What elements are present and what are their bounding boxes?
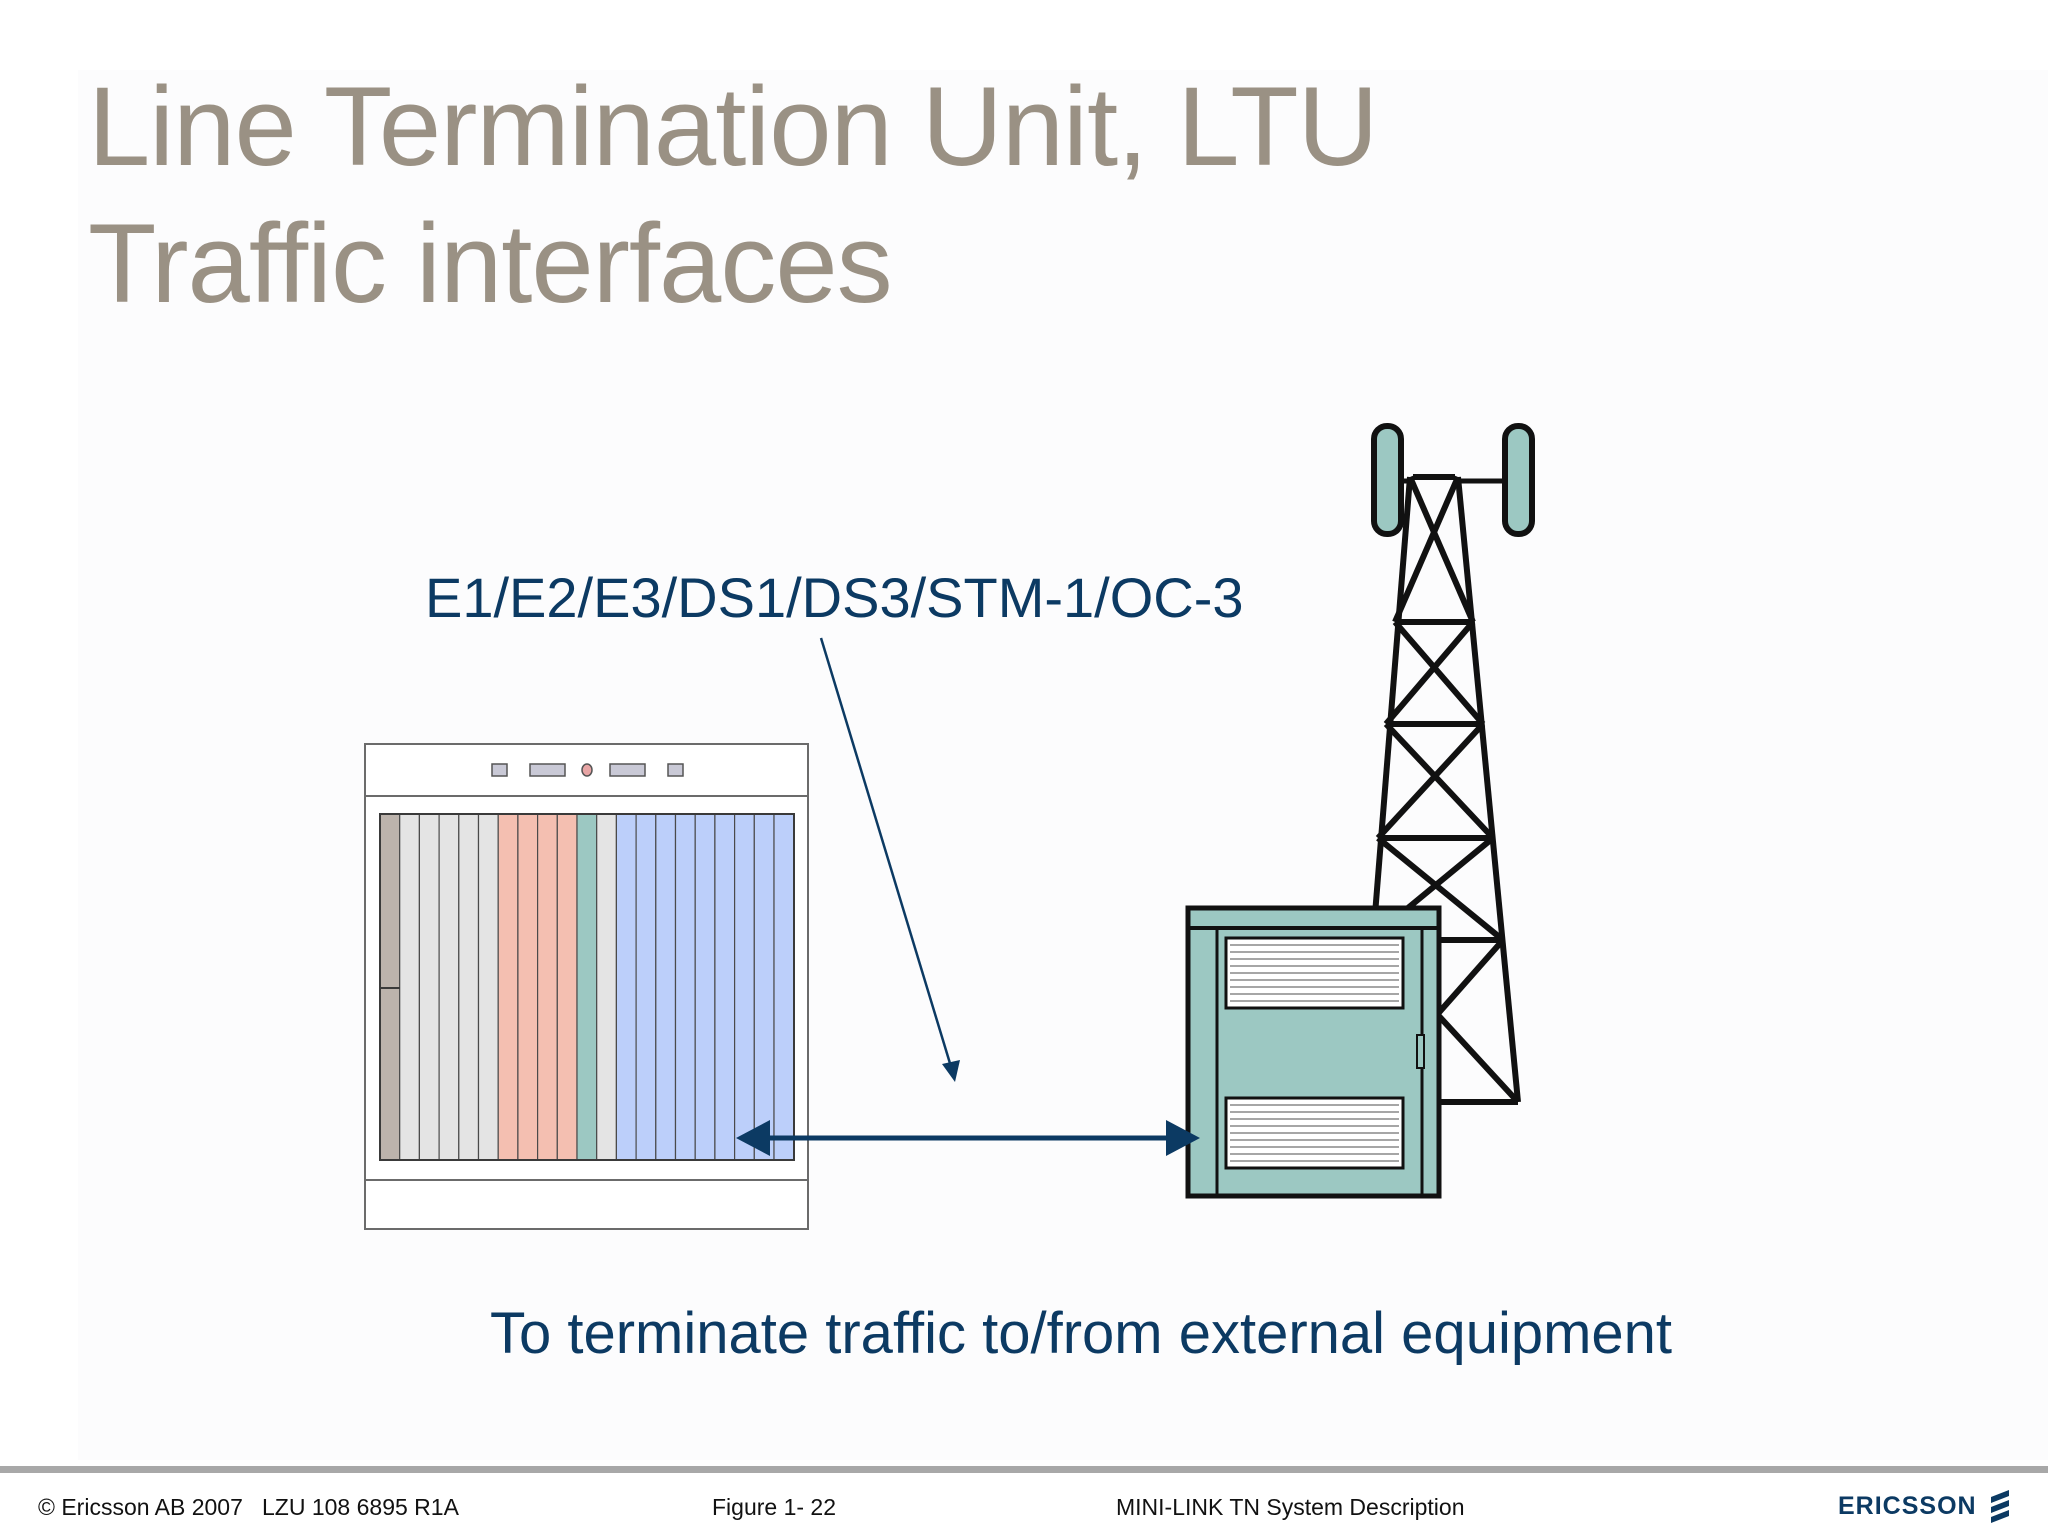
rack-card-slot (674, 813, 696, 1161)
rack-card-slot (714, 813, 736, 1161)
footer-doc-number: LZU 108 6895 R1A (262, 1494, 459, 1520)
footer-figure-number: Figure 1- 22 (712, 1494, 837, 1520)
diagram-caption: To terminate traffic to/from external eq… (490, 1301, 1673, 1366)
rack-card-slot (536, 813, 558, 1161)
radio-tower-icon (1357, 423, 1535, 1105)
rack-slots (379, 813, 795, 1161)
rack-card-slot (753, 813, 775, 1161)
rack-card-slot (438, 813, 460, 1161)
rack-card-slot (694, 813, 716, 1161)
ericsson-logo-icon (1990, 1490, 2009, 1523)
rack-card-slot (773, 813, 795, 1161)
rack-card-slot (517, 813, 539, 1161)
rack-card-slot (596, 813, 618, 1161)
rack-card-slot (615, 813, 637, 1161)
rack-card-slot (418, 813, 440, 1161)
rack-card-slot (655, 813, 677, 1161)
rack-card-slot (556, 813, 578, 1161)
rack-card-slot (635, 813, 657, 1161)
interface-types-label: E1/E2/E3/DS1/DS3/STM-1/OC-3 (425, 566, 1244, 629)
rack-chassis-icon (364, 743, 809, 1230)
rack-card-slot (497, 813, 519, 1161)
label-pointer-arrow (819, 637, 960, 1082)
title-line-2: Traffic interfaces (88, 201, 893, 326)
outdoor-cabinet-icon (1185, 905, 1442, 1199)
footer-copyright: © Ericsson AB 2007 (38, 1494, 243, 1520)
footer-document-title: MINI-LINK TN System Description (1116, 1494, 1465, 1520)
rack-card-slot (733, 813, 755, 1161)
rack-card-slot (576, 813, 598, 1161)
rack-card-slot (399, 813, 421, 1161)
logo-wordmark: ERICSSON (1838, 1491, 1977, 1520)
double-arrow-icon (736, 1120, 1200, 1156)
rack-card-slot (458, 813, 480, 1161)
footer-divider (0, 1466, 2048, 1473)
title-line-1: Line Termination Unit, LTU (88, 64, 1379, 189)
slide-title: Line Termination Unit, LTU Traffic inter… (88, 58, 1379, 332)
rack-card-slot (477, 813, 499, 1161)
ericsson-logo: ERICSSON (1838, 1488, 2013, 1524)
